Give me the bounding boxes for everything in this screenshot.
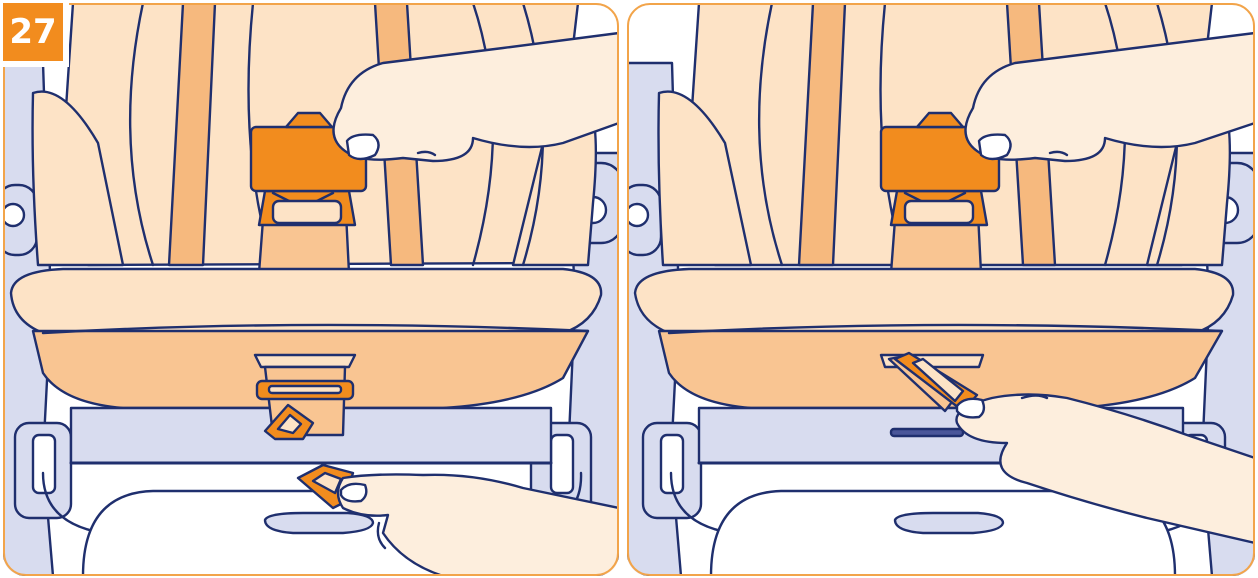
panel-right-drawing [627,3,1255,576]
panel-right [627,3,1255,576]
step-number-badge: 27 [3,3,69,67]
strap-slot [255,355,355,439]
panel-left: 27 [3,3,619,576]
panel-left-drawing [3,3,619,576]
